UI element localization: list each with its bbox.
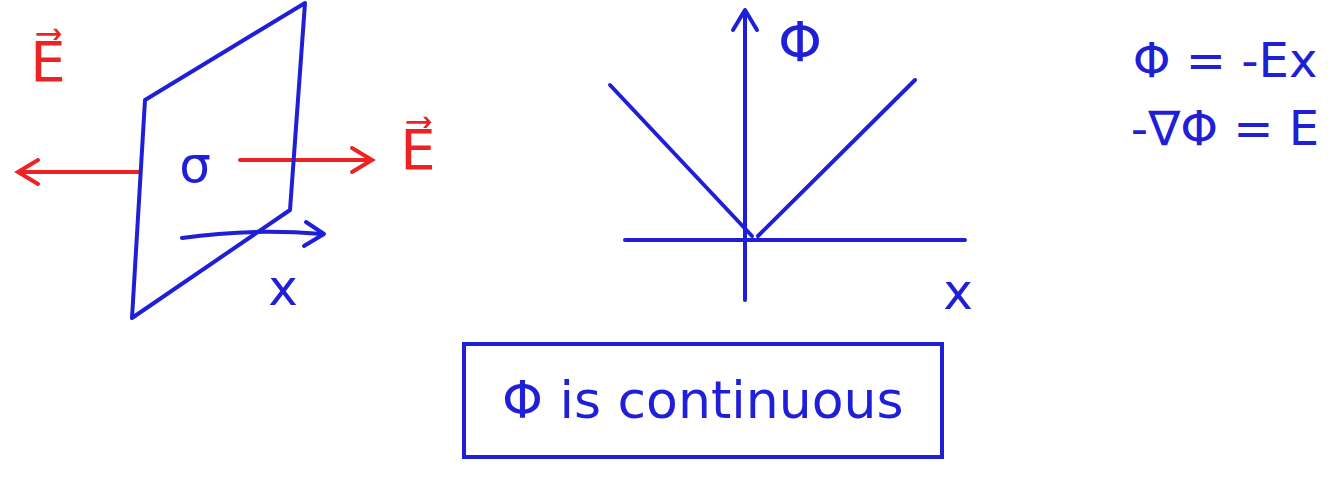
x-axis bbox=[625, 238, 965, 242]
arrow-head bbox=[18, 160, 38, 184]
arrow-head bbox=[352, 148, 372, 172]
plane-edge bbox=[132, 3, 305, 318]
potential-line bbox=[758, 80, 915, 236]
field-label: E⃗ bbox=[400, 119, 435, 181]
field-arrow bbox=[22, 170, 140, 174]
charge-density: σ bbox=[179, 138, 211, 193]
potential-line bbox=[610, 85, 752, 236]
statement-box: Φ is continuous bbox=[462, 342, 944, 459]
axis-label: x bbox=[268, 261, 298, 316]
arrow-head bbox=[304, 222, 324, 246]
equation: Φ = -Ex bbox=[1133, 34, 1318, 87]
axis-label: Φ bbox=[778, 11, 822, 73]
field-label: E⃗ bbox=[30, 31, 65, 93]
arrow-head bbox=[733, 10, 757, 30]
equation: -∇Φ = E bbox=[1131, 102, 1319, 155]
phi-axis bbox=[743, 12, 747, 300]
field-arrow bbox=[240, 158, 368, 162]
axis-label: x bbox=[943, 265, 973, 320]
statement-text: Φ is continuous bbox=[502, 372, 904, 429]
